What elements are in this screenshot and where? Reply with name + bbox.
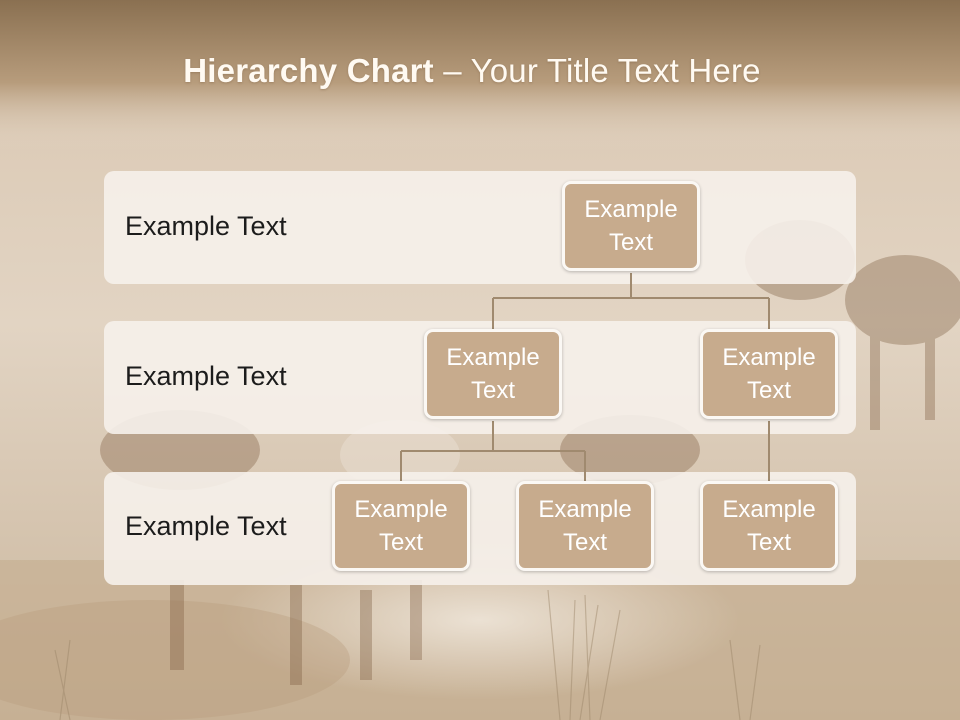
level-label-2: Example Text — [125, 361, 287, 391]
title-bar — [0, 0, 960, 150]
level-band-1 — [104, 171, 856, 284]
node-level2-right: Example Text — [700, 329, 838, 419]
title-bold: Hierarchy Chart — [183, 52, 434, 89]
node-level3-b: Example Text — [516, 481, 654, 571]
level-label-3: Example Text — [125, 511, 287, 541]
node-level2-left: Example Text — [424, 329, 562, 419]
node-root: Example Text — [562, 181, 700, 271]
node-level3-a: Example Text — [332, 481, 470, 571]
node-level3-c: Example Text — [700, 481, 838, 571]
level-label-1: Example Text — [125, 211, 287, 241]
page-title: Hierarchy Chart – Your Title Text Here — [0, 52, 944, 90]
title-rest: – Your Title Text Here — [433, 52, 761, 89]
